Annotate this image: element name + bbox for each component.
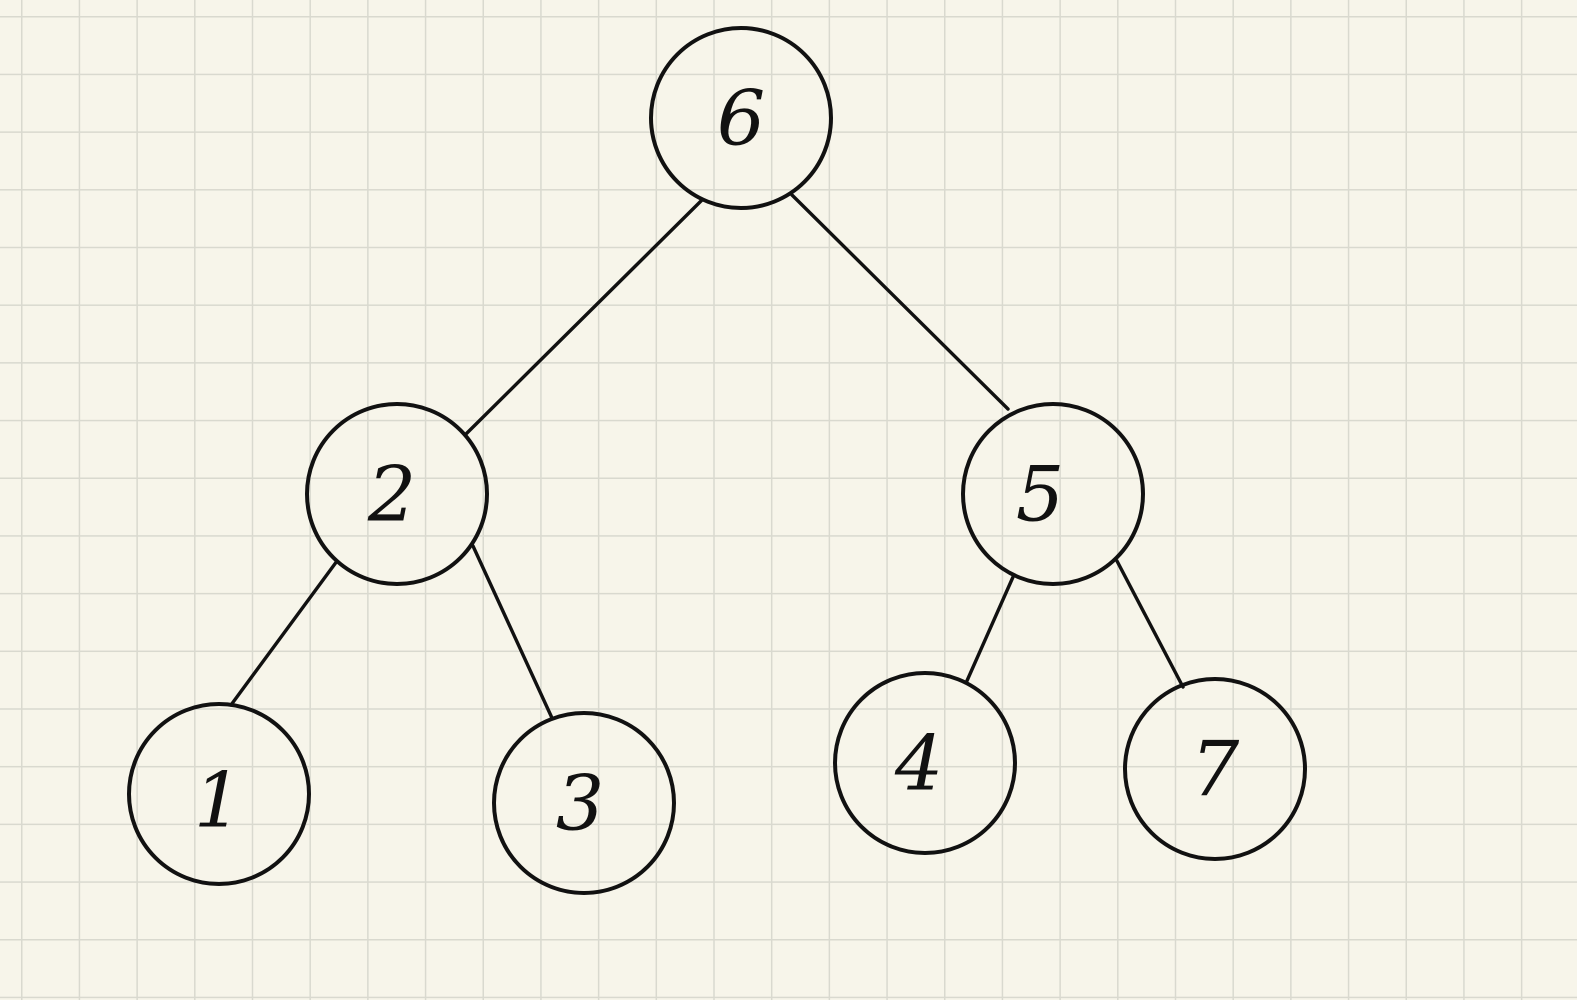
- tree-nodes: 6 2 5 1 3 4 7: [127, 26, 1307, 895]
- node-circle: [649, 26, 833, 210]
- tree-edges: [229, 193, 1185, 720]
- node-circle: [1123, 677, 1307, 861]
- edge-5-4: [964, 575, 1015, 685]
- edge-6-5: [790, 193, 1010, 411]
- node-circle: [833, 671, 1017, 855]
- tree-node-4: 4: [833, 671, 1017, 855]
- node-circle: [127, 702, 311, 886]
- node-circle: [305, 402, 489, 586]
- tree-node-7: 7: [1123, 677, 1307, 861]
- node-circle: [492, 711, 676, 895]
- node-label: 4: [894, 719, 943, 808]
- tree-node-5: 5: [961, 402, 1145, 586]
- node-label: 7: [1191, 725, 1240, 814]
- tree-node-1: 1: [127, 702, 311, 886]
- tree-node-3: 3: [492, 711, 676, 895]
- node-label: 3: [556, 759, 604, 848]
- tree-node-2: 2: [305, 402, 489, 586]
- node-label: 6: [717, 74, 765, 163]
- edge-2-3: [471, 544, 554, 720]
- edge-2-1: [229, 559, 339, 707]
- edge-6-2: [464, 198, 704, 436]
- node-label: 5: [1016, 450, 1064, 539]
- node-label: 2: [367, 450, 416, 539]
- tree-node-6: 6: [649, 26, 833, 210]
- node-label: 1: [194, 756, 242, 845]
- edge-5-7: [1115, 559, 1185, 689]
- node-circle: [961, 402, 1145, 586]
